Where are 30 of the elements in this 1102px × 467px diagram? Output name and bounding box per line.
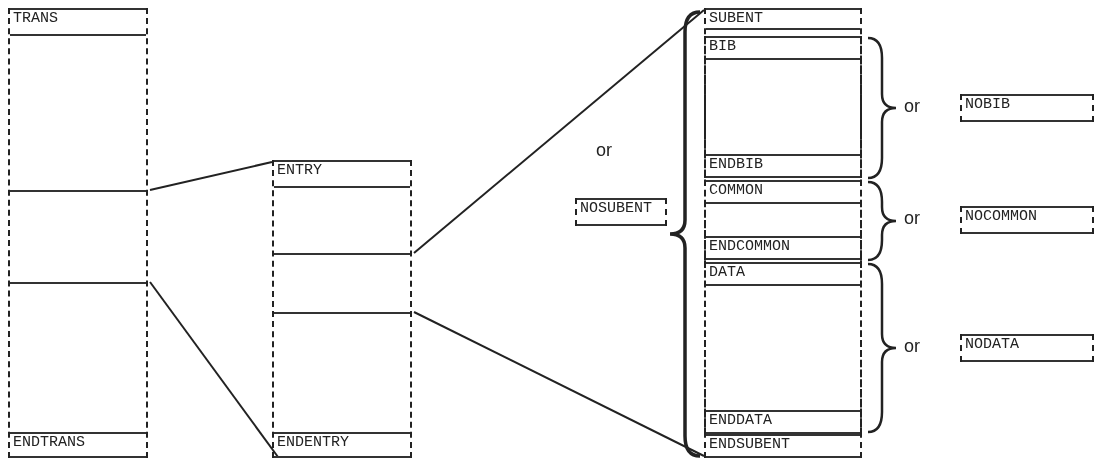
alternative-label: or — [596, 140, 612, 161]
record-label: COMMON — [706, 180, 860, 204]
record-section — [704, 180, 862, 260]
record-label: ENDBIB — [706, 154, 860, 178]
record-box — [8, 8, 148, 458]
expansion-line — [413, 311, 705, 457]
expansion-line — [413, 9, 705, 254]
alternative-label: or — [904, 96, 920, 117]
record-box — [704, 8, 862, 458]
record-label: NOBIB — [962, 94, 1092, 122]
expansion-line — [149, 161, 273, 191]
record-label: SUBENT — [706, 8, 860, 30]
alternative-label: or — [904, 336, 920, 357]
record-label: ENDTRANS — [10, 432, 146, 458]
expansion-line — [149, 281, 279, 458]
record-label: ENDCOMMON — [706, 236, 860, 260]
record-label: DATA — [706, 262, 860, 286]
record-label: NODATA — [962, 334, 1092, 362]
record-section — [704, 262, 862, 434]
record-label: NOSUBENT — [577, 198, 665, 226]
record-label: ENDDATA — [706, 410, 860, 434]
record-box — [272, 160, 412, 458]
record-label: ENTRY — [274, 160, 410, 188]
record-label: ENDSUBENT — [706, 434, 860, 458]
record-label: NOCOMMON — [962, 206, 1092, 234]
record-label: TRANS — [10, 8, 146, 36]
alternative-label: or — [904, 208, 920, 229]
record-section — [704, 36, 862, 178]
record-label: ENDENTRY — [274, 432, 410, 458]
record-label: BIB — [706, 36, 860, 60]
